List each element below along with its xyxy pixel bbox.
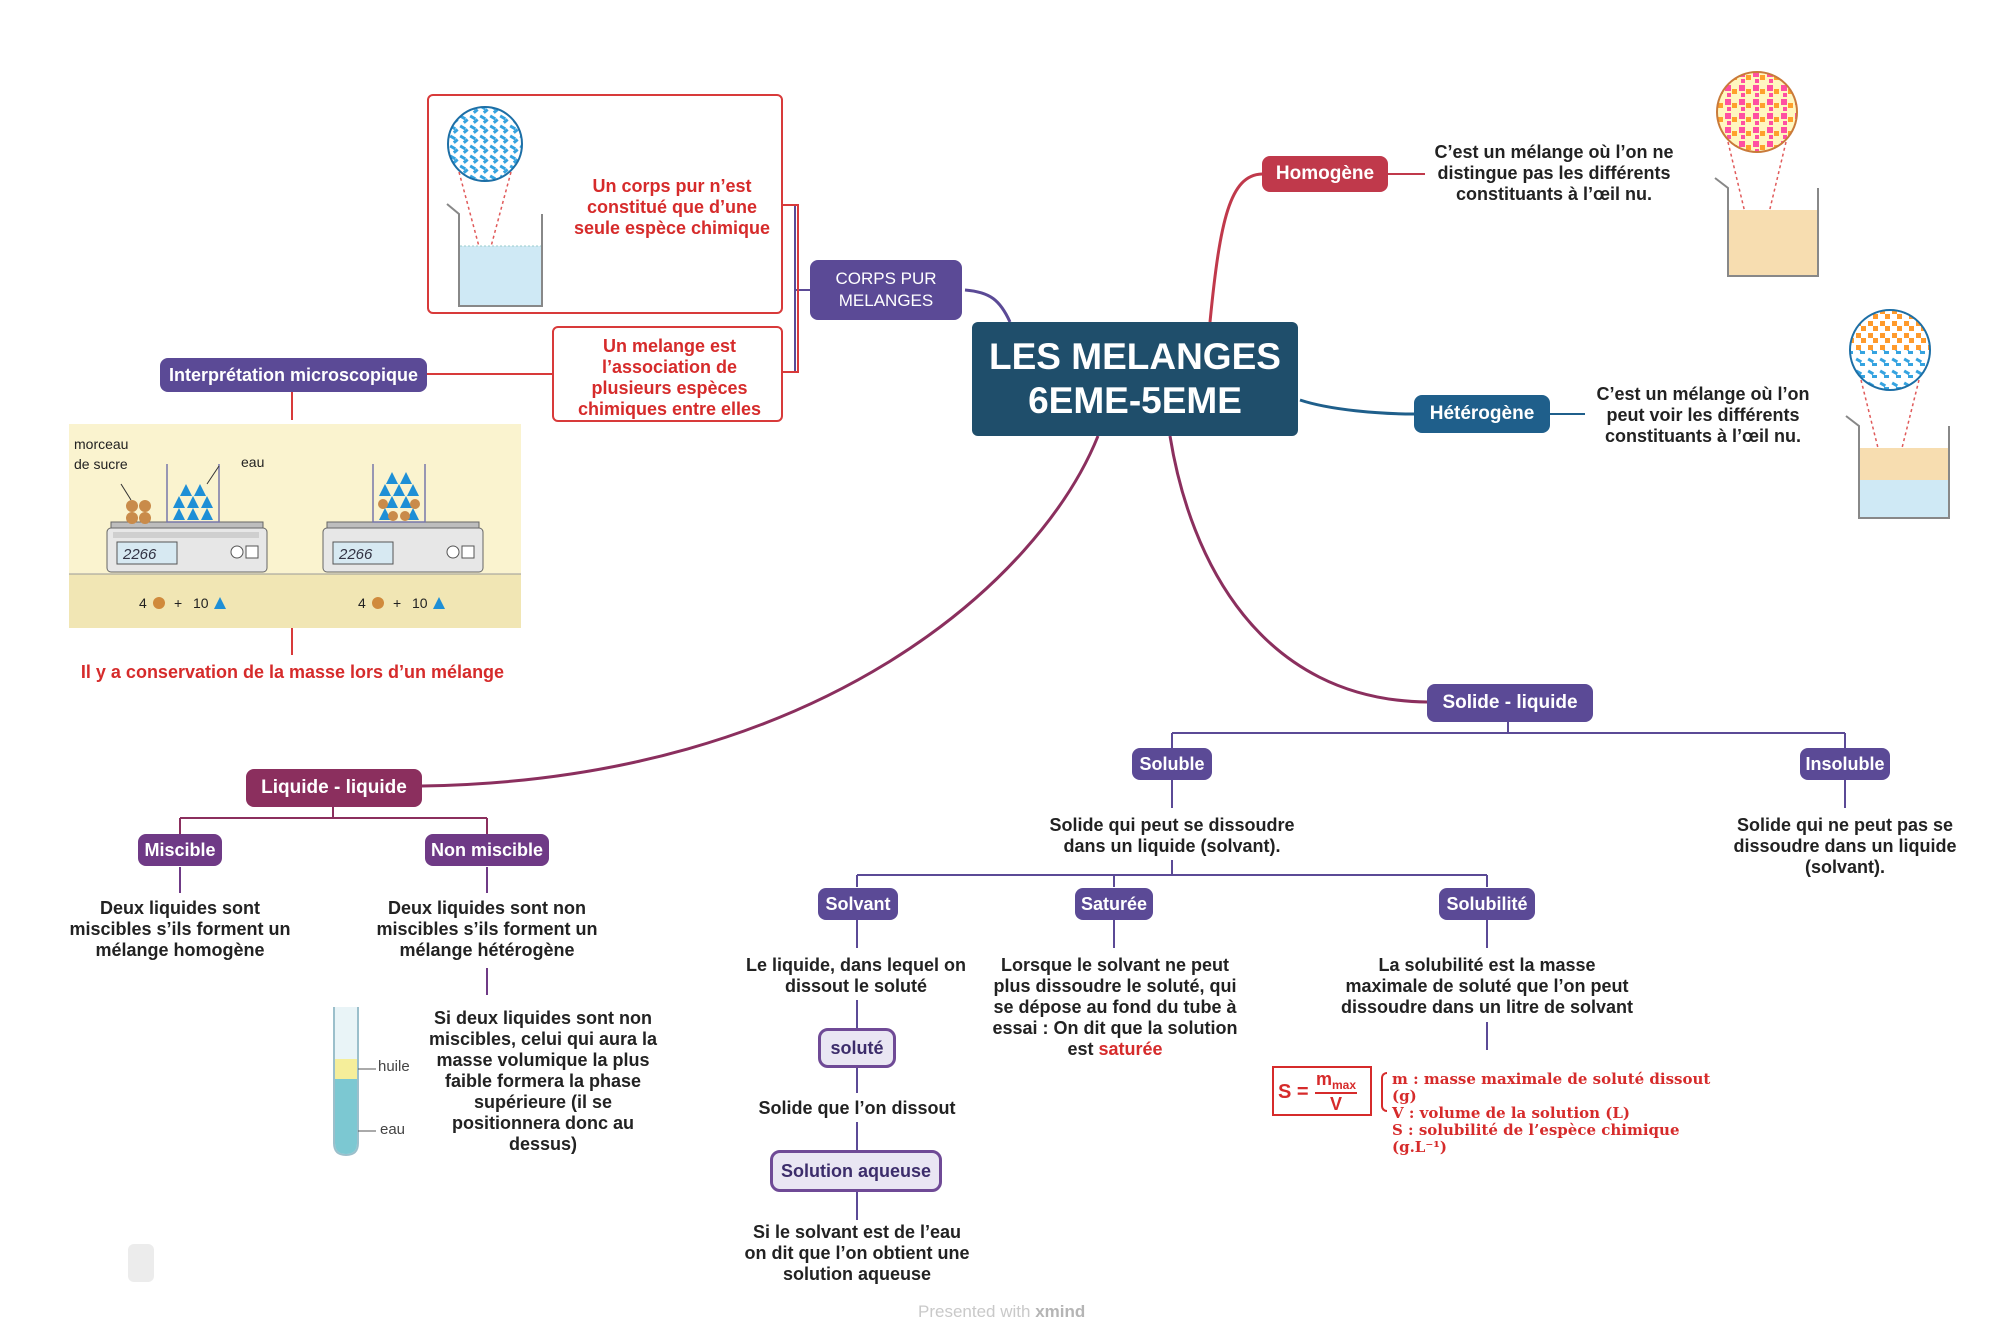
count-1: 4 (139, 595, 147, 611)
soluble-node[interactable]: Soluble (1132, 748, 1212, 780)
formula-bar (1315, 1092, 1357, 1094)
heterogene-definition: C’est un mélange où l’on peut voir les d… (1596, 384, 1810, 446)
solubilite-formula: S = m max V (1272, 1066, 1372, 1116)
interpretation-microscopique-node[interactable]: Interprétation microscopique (160, 358, 427, 392)
formula-numerator-sub: max (1332, 1078, 1357, 1092)
test-tube-illustration (333, 1007, 376, 1157)
non-miscible-node[interactable]: Non miscible (425, 834, 549, 866)
saturee-node[interactable]: Saturée (1075, 888, 1153, 920)
count-4: 10 (412, 595, 428, 611)
solvant-node[interactable]: Solvant (818, 888, 898, 920)
homogene-definition: C’est un mélange où l’on ne distingue pa… (1434, 142, 1674, 204)
footer-brand: xmind (1035, 1302, 1086, 1321)
balance-illustration: morceau de sucre eau 2266 2266 4 + 10 4 … (69, 424, 521, 628)
solubilite-node[interactable]: Solubilité (1439, 888, 1535, 920)
solide-liquide-node[interactable]: Solide - liquide (1427, 684, 1593, 722)
formula-denominator: V (1330, 1094, 1343, 1114)
solution-aqueuse-definition: Si le solvant est de l’eau on dit que l’… (744, 1222, 970, 1284)
formula-brace (1381, 1072, 1387, 1112)
beaker-pure-illustration (446, 106, 543, 307)
corps-pur-melanges-node[interactable]: CORPS PUR MELANGES (810, 260, 962, 320)
homogene-node[interactable]: Homogène (1262, 156, 1388, 192)
plus-2: + (393, 595, 402, 611)
legend-s: S : solubilité de l’espèce chimique (g.L… (1392, 1121, 1680, 1156)
formula-numerator: m (1316, 1069, 1333, 1089)
count-2: 10 (193, 595, 209, 611)
insoluble-definition: Solide qui ne peut pas se dissoudre dans… (1733, 815, 1957, 877)
soluble-definition: Solide qui peut se dissoudre dans un liq… (1049, 815, 1295, 856)
legend-m: m : masse maximale de soluté dissout (g) (1392, 1070, 1711, 1105)
balance-reading-2: 2266 (339, 546, 373, 563)
beaker-heterogene-illustration (1845, 309, 1950, 519)
label-huile: huile (378, 1058, 410, 1075)
solute-node[interactable]: soluté (818, 1028, 896, 1068)
miscible-node[interactable]: Miscible (138, 834, 222, 866)
insoluble-node[interactable]: Insoluble (1800, 748, 1890, 780)
label-eau-tube: eau (380, 1121, 406, 1138)
melange-definition: Un melange est l’association de plusieur… (577, 336, 762, 419)
non-miscible-detail: Si deux liquides sont non miscibles, cel… (428, 1008, 658, 1154)
solvant-definition: Le liquide, dans lequel on dissout le so… (745, 955, 967, 996)
balance-reading-1: 2266 (123, 546, 157, 563)
formula-legend: m : masse maximale de soluté dissout (g)… (1392, 1071, 1722, 1156)
formula-lhs: S = (1278, 1081, 1309, 1103)
melange-definition-card: Un melange est l’association de plusieur… (552, 326, 783, 422)
label-eau-balance: eau (241, 454, 265, 470)
heterogene-node[interactable]: Hétérogène (1414, 395, 1550, 433)
saturee-definition-text: Lorsque le solvant ne peut plus dissoudr… (992, 955, 1238, 1059)
beaker-homogene-illustration (1714, 71, 1819, 277)
footer-prefix: Presented with (918, 1302, 1031, 1321)
legend-v: V : volume de la solution (L) (1392, 1104, 1631, 1122)
saturee-definition: Lorsque le solvant ne peut plus dissoudr… (990, 955, 1240, 1060)
count-3: 4 (358, 595, 366, 611)
corps-pur-definition: Un corps pur n’est constitué que d’une s… (573, 176, 771, 238)
non-miscible-definition: Deux liquides sont non miscibles s’ils f… (376, 898, 598, 960)
label-sucre: morceau de sucre (74, 436, 129, 472)
solution-aqueuse-node[interactable]: Solution aqueuse (770, 1150, 942, 1192)
conservation-masse-text: Il y a conservation de la masse lors d’u… (80, 662, 505, 682)
solute-definition: Solide que l’on dissout (758, 1098, 956, 1118)
liquide-liquide-node[interactable]: Liquide - liquide (246, 769, 422, 807)
balance-drawing (69, 464, 521, 628)
saturee-highlight: saturée (1098, 1039, 1163, 1059)
miscible-definition: Deux liquides sont miscibles s’ils forme… (69, 898, 291, 960)
plus-1: + (174, 595, 183, 611)
central-topic[interactable]: LES MELANGES 6EME-5EME (972, 322, 1298, 436)
corps-pur-card: Un corps pur n’est constitué que d’une s… (427, 94, 783, 314)
solubilite-definition: La solubilité est la masse maximale de s… (1340, 955, 1634, 1017)
corner-widget[interactable] (128, 1244, 154, 1282)
presented-with-footer[interactable]: Presented with xmind (918, 1302, 1085, 1322)
